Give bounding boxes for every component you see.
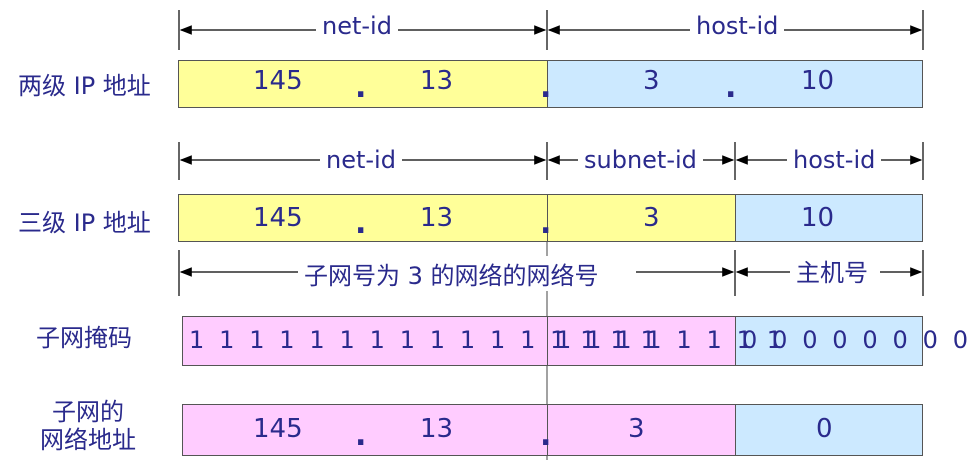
row2-subnet-box [547, 194, 736, 242]
row5-label-line2: 网络地址 [40, 426, 136, 454]
row2-octet-4: 10 [801, 203, 835, 233]
row4-mask-net-bits: 1 1 1 1 1 1 1 1 1 1 1 1 1 1 1 1 [189, 326, 660, 354]
row1-dot-2: . [540, 70, 552, 105]
row2-net-box [178, 194, 548, 242]
row2-subnet-id-header: subnet-id [578, 146, 703, 174]
row4-label: 子网掩码 [36, 324, 132, 352]
row5-octet-2: 13 [420, 414, 454, 444]
row1-host-box [547, 60, 923, 108]
row2-label: 三级 IP 地址 [18, 209, 151, 237]
row1-net-box [178, 60, 548, 108]
row1-octet-2: 13 [420, 66, 454, 96]
row4-mask-host-box [735, 316, 923, 366]
row1-dot-3: . [725, 70, 737, 105]
row1-dot-1: . [355, 70, 367, 105]
row5-label-line1: 子网的 [52, 398, 124, 426]
row5-octet-4: 0 [816, 414, 833, 444]
row5-net-box [182, 404, 548, 456]
row5-label: 子网的 网络地址 [28, 398, 148, 454]
row1-net-id-header: net-id [316, 12, 398, 40]
row1-host-id-header: host-id [690, 12, 785, 40]
row2-octet-1: 145 [253, 203, 303, 233]
row5-dot-2: . [540, 418, 552, 453]
row1-octet-3: 3 [643, 66, 660, 96]
row5-dot-1: . [355, 418, 367, 453]
row1-octet-4: 10 [801, 66, 835, 96]
row4-mask-host-bits: 0 0 0 0 0 0 0 0 [742, 326, 972, 354]
row5-octet-3: 3 [628, 414, 645, 444]
row5-host-box [735, 404, 923, 456]
row1-octet-1: 145 [253, 66, 303, 96]
row2-octet-3: 3 [643, 203, 660, 233]
row2-octet-2: 13 [420, 203, 454, 233]
row1-label: 两级 IP 地址 [18, 72, 151, 100]
row5-subnet-box [547, 404, 736, 456]
row2-host-box [735, 194, 923, 242]
row2-host-id-header: host-id [787, 146, 882, 174]
row4-mask-subnet-box [547, 316, 736, 366]
row2-net-id-header: net-id [320, 146, 402, 174]
row5-octet-1: 145 [253, 414, 303, 444]
row2-dot-2: . [540, 206, 552, 241]
row4-mask-net-box [182, 316, 548, 366]
row3-network-number-header: 子网号为 3 的网络的网络号 [298, 256, 605, 291]
row4-mask-subnet-bits: 1 1 1 1 1 1 1 1 [556, 326, 786, 354]
row2-dot-1: . [355, 206, 367, 241]
row3-host-number-header: 主机号 [790, 253, 874, 288]
